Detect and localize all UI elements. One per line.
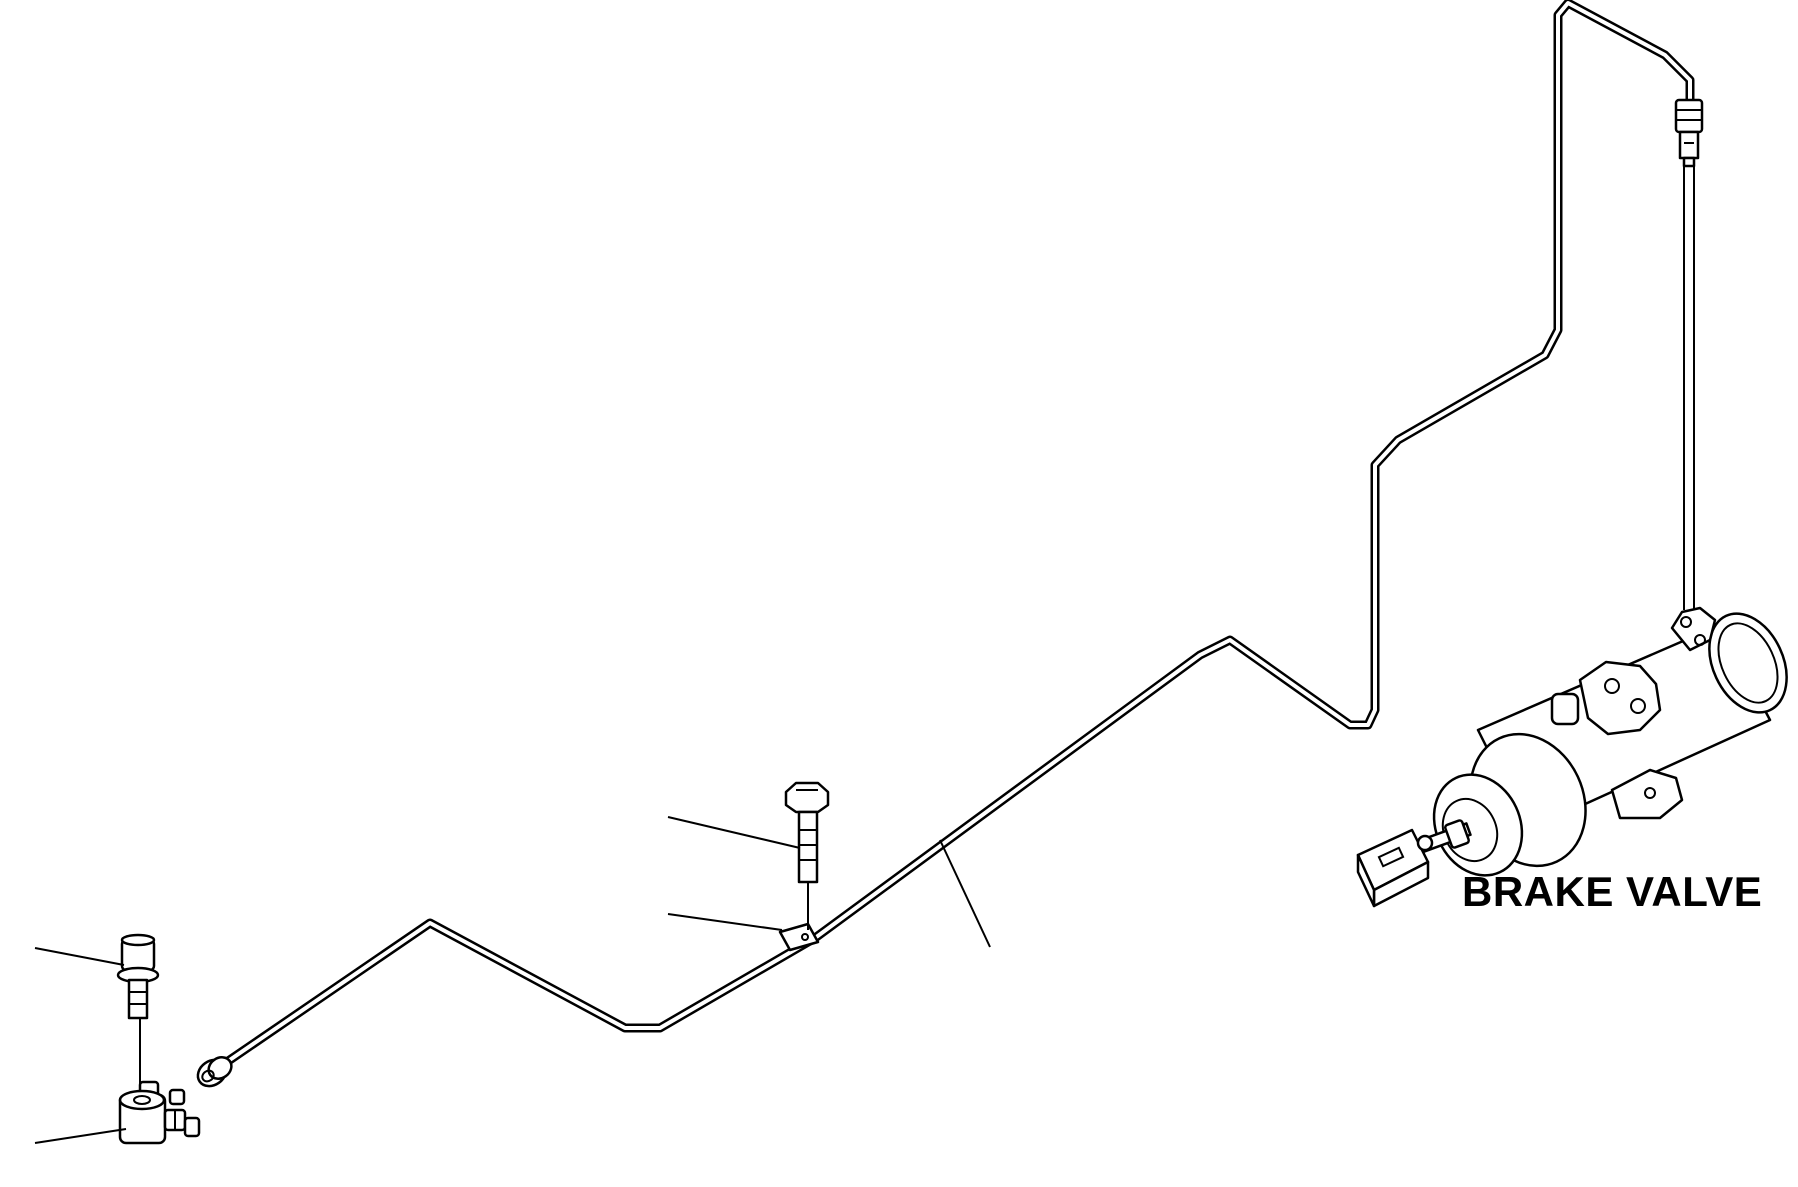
brake-valve-clevis: [1356, 828, 1434, 908]
tube-flare-nut-end: [196, 1056, 233, 1088]
leader-clip: [667, 913, 783, 931]
tee-washer: [116, 966, 160, 1020]
leader-tee-bolt: [34, 947, 125, 966]
leader-tube: [939, 839, 991, 948]
brake-valve-label: BRAKE VALVE: [1462, 868, 1763, 915]
leader-tee-block: [34, 1128, 127, 1144]
brake-tube: [213, 0, 1695, 1073]
tube-clip: [778, 922, 820, 952]
tee-mounting-bolt: [120, 933, 156, 972]
clip-mounting-bolt: [784, 781, 830, 930]
brake-valve-assembly: [1416, 606, 1788, 877]
tee-block: [118, 1080, 201, 1145]
leader-clip-bolt: [667, 816, 801, 849]
leader-lines: [34, 816, 991, 1144]
top-tube-fitting: [1674, 98, 1704, 168]
